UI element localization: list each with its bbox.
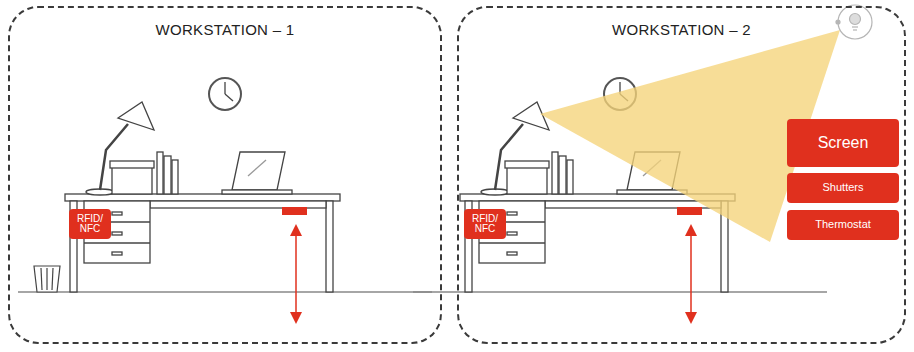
- drawer-handle: [112, 252, 122, 255]
- bulb-dot: [836, 20, 840, 24]
- basket-line: [52, 268, 53, 290]
- basket-body: [34, 266, 60, 292]
- control-box: Thermostat: [787, 210, 899, 240]
- workstation-panel: WORKSTATION – 2 RFID/ NFC ScreenShuttersTh…: [457, 6, 906, 344]
- drawer-line: [84, 242, 150, 243]
- workstation-panel: WORKSTATION – 1 RFID/ NFC: [8, 6, 442, 344]
- laptop-base: [222, 190, 292, 194]
- panel-title: WORKSTATION – 2: [459, 21, 904, 38]
- box-label: RFID/ NFC: [467, 214, 503, 235]
- control-box: RFID/ NFC: [464, 209, 506, 239]
- sensor-strip: [282, 207, 307, 215]
- box-label: Shutters: [823, 182, 864, 194]
- drawer-handle: [112, 212, 122, 215]
- height-arrow: [295, 230, 297, 318]
- drawer-handle: [112, 232, 122, 235]
- desk-sketch: [18, 78, 432, 318]
- lamp-shade: [118, 102, 154, 130]
- bulb-base: [852, 26, 858, 27]
- wall-clock: [209, 78, 241, 110]
- floor-line: [18, 291, 432, 292]
- screen-glare: [248, 160, 266, 176]
- control-box: Shutters: [787, 173, 899, 203]
- desk-leg: [326, 201, 333, 292]
- bulb-ring: [838, 5, 872, 39]
- control-box: Screen: [787, 119, 899, 167]
- bulb-base: [853, 29, 857, 30]
- box-label: Thermostat: [815, 219, 871, 231]
- clock-hand: [225, 94, 233, 101]
- laptop-screen: [232, 152, 285, 190]
- wastebasket: [34, 266, 60, 292]
- panel-title: WORKSTATION – 1: [10, 21, 440, 38]
- storage-box: [112, 166, 152, 194]
- box-label: RFID/ NFC: [72, 214, 108, 235]
- box-label: Screen: [818, 135, 869, 152]
- light-bulb-icon: [836, 5, 872, 39]
- book: [172, 160, 178, 194]
- basket-line: [41, 268, 42, 290]
- box-lid: [110, 161, 154, 168]
- book: [157, 152, 163, 194]
- clock-hand: [224, 82, 225, 94]
- bulb-glass: [850, 14, 861, 25]
- basket-line: [46, 268, 47, 290]
- desk-apron: [150, 201, 326, 208]
- control-box: RFID/ NFC: [69, 209, 111, 239]
- book: [164, 156, 171, 194]
